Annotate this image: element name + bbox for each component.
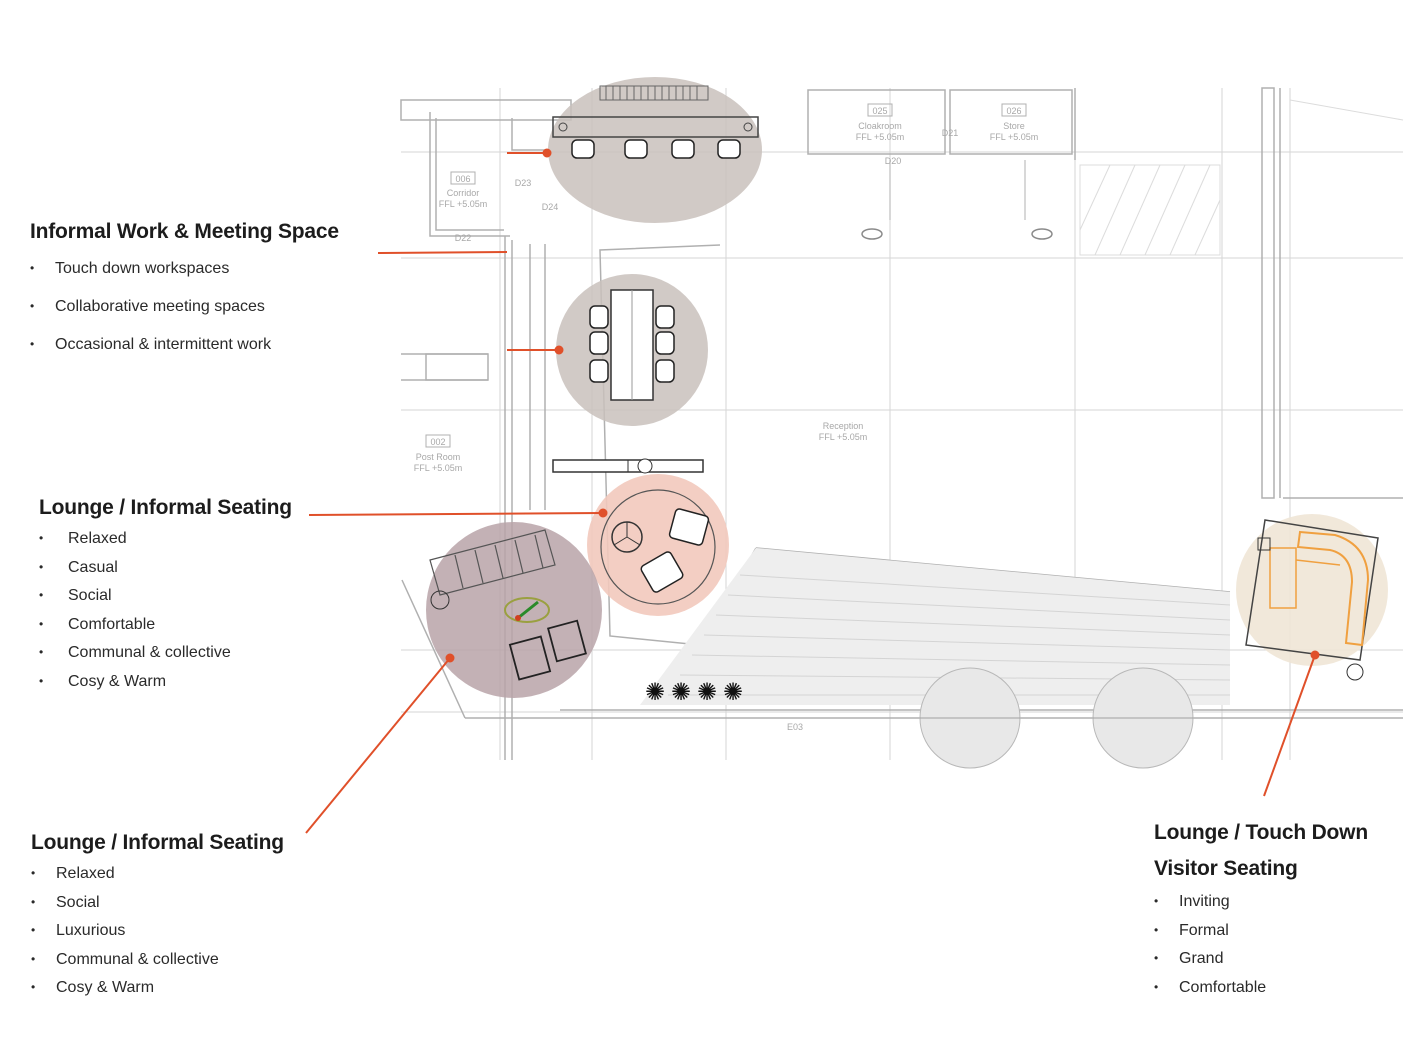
room-label-reception: Reception FFL +5.05m xyxy=(819,421,867,442)
svg-text:Post Room: Post Room xyxy=(416,452,461,462)
room-label-corridor: 006 Corridor FFL +5.05m xyxy=(439,171,487,209)
svg-text:026: 026 xyxy=(1006,106,1021,116)
door-tags: D23 D24 D21 D22 D20 E03 xyxy=(455,128,959,732)
svg-text:D20: D20 xyxy=(885,156,902,166)
leader-lines xyxy=(305,148,1320,834)
svg-text:025: 025 xyxy=(872,106,887,116)
svg-text:FFL +5.05m: FFL +5.05m xyxy=(439,199,487,209)
list-item: Communal & collective xyxy=(39,644,292,673)
annotation-list: Inviting Formal Grand Comfortable xyxy=(1154,893,1368,1007)
list-item: Formal xyxy=(1154,922,1368,951)
annotation-title-line2: Visitor Seating xyxy=(1154,857,1298,880)
list-item: Casual xyxy=(39,559,292,588)
room-label-post-room: 002 Post Room FFL +5.05m xyxy=(414,434,462,473)
list-item: Inviting xyxy=(1154,893,1368,922)
svg-text:✺: ✺ xyxy=(697,679,717,706)
list-item: Occasional & intermittent work xyxy=(30,336,339,374)
zone-visitor-seating xyxy=(1236,514,1388,681)
svg-text:FFL +5.05m: FFL +5.05m xyxy=(414,463,462,473)
svg-text:✺: ✺ xyxy=(671,679,691,706)
svg-text:Corridor: Corridor xyxy=(447,188,480,198)
svg-text:✺: ✺ xyxy=(723,679,743,706)
list-item: Touch down workspaces xyxy=(30,260,339,298)
list-item: Social xyxy=(39,587,292,616)
list-item: Comfortable xyxy=(1154,979,1368,1008)
svg-text:D21: D21 xyxy=(942,128,959,138)
annotation-title: Informal Work & Meeting Space xyxy=(30,220,339,243)
list-item: Cosy & Warm xyxy=(39,673,292,702)
low-bench xyxy=(552,458,704,474)
svg-text:FFL +5.05m: FFL +5.05m xyxy=(990,132,1038,142)
svg-text:Cloakroom: Cloakroom xyxy=(858,121,902,131)
svg-text:FFL +5.05m: FFL +5.05m xyxy=(819,432,867,442)
annotation-informal-work: Informal Work & Meeting Space Touch down… xyxy=(30,220,339,374)
zone-meeting-table xyxy=(556,274,708,426)
svg-text:002: 002 xyxy=(430,437,445,447)
planter-plants: ✺ ✺ ✺ ✺ xyxy=(645,679,743,706)
svg-text:D22: D22 xyxy=(455,233,472,243)
list-item: Relaxed xyxy=(31,865,284,894)
annotation-title: Lounge / Informal Seating xyxy=(31,831,284,854)
svg-text:Reception: Reception xyxy=(823,421,864,431)
list-item: Communal & collective xyxy=(31,951,284,980)
svg-text:✺: ✺ xyxy=(645,679,665,706)
annotation-lounge-upper: Lounge / Informal Seating Relaxed Casual… xyxy=(39,496,292,701)
svg-text:FFL +5.05m: FFL +5.05m xyxy=(856,132,904,142)
room-label-store: 026 Store FFL +5.05m xyxy=(990,103,1038,142)
list-item: Cosy & Warm xyxy=(31,979,284,1008)
stair-hatch xyxy=(1079,99,1404,256)
svg-text:Store: Store xyxy=(1003,121,1025,131)
svg-text:D24: D24 xyxy=(542,202,559,212)
annotation-list: Touch down workspaces Collaborative meet… xyxy=(30,260,339,374)
annotation-list: Relaxed Social Luxurious Communal & coll… xyxy=(31,865,284,1008)
annotation-lounge-lower: Lounge / Informal Seating Relaxed Social… xyxy=(31,831,284,1008)
list-item: Social xyxy=(31,894,284,923)
annotation-visitor-seating: Lounge / Touch Down Visitor Seating Invi… xyxy=(1154,815,1368,1007)
zone-lounge-mauve xyxy=(426,522,602,698)
svg-text:D23: D23 xyxy=(515,178,532,188)
list-item: Relaxed xyxy=(39,530,292,559)
svg-text:E03: E03 xyxy=(787,722,803,732)
list-item: Grand xyxy=(1154,950,1368,979)
entrance-walkway xyxy=(640,548,1231,705)
list-item: Comfortable xyxy=(39,616,292,645)
annotation-title-line1: Lounge / Touch Down xyxy=(1154,821,1368,844)
annotation-list: Relaxed Casual Social Comfortable Commun… xyxy=(39,530,292,701)
zone-lounge-pink xyxy=(587,474,729,616)
annotation-title: Lounge / Informal Seating xyxy=(39,496,292,519)
column-marker xyxy=(861,228,883,240)
list-item: Luxurious xyxy=(31,922,284,951)
svg-text:006: 006 xyxy=(455,174,470,184)
zone-touchdown-bench xyxy=(548,77,762,223)
list-item: Collaborative meeting spaces xyxy=(30,298,339,336)
column-marker xyxy=(1031,228,1053,240)
room-label-cloakroom: 025 Cloakroom FFL +5.05m xyxy=(856,103,904,142)
